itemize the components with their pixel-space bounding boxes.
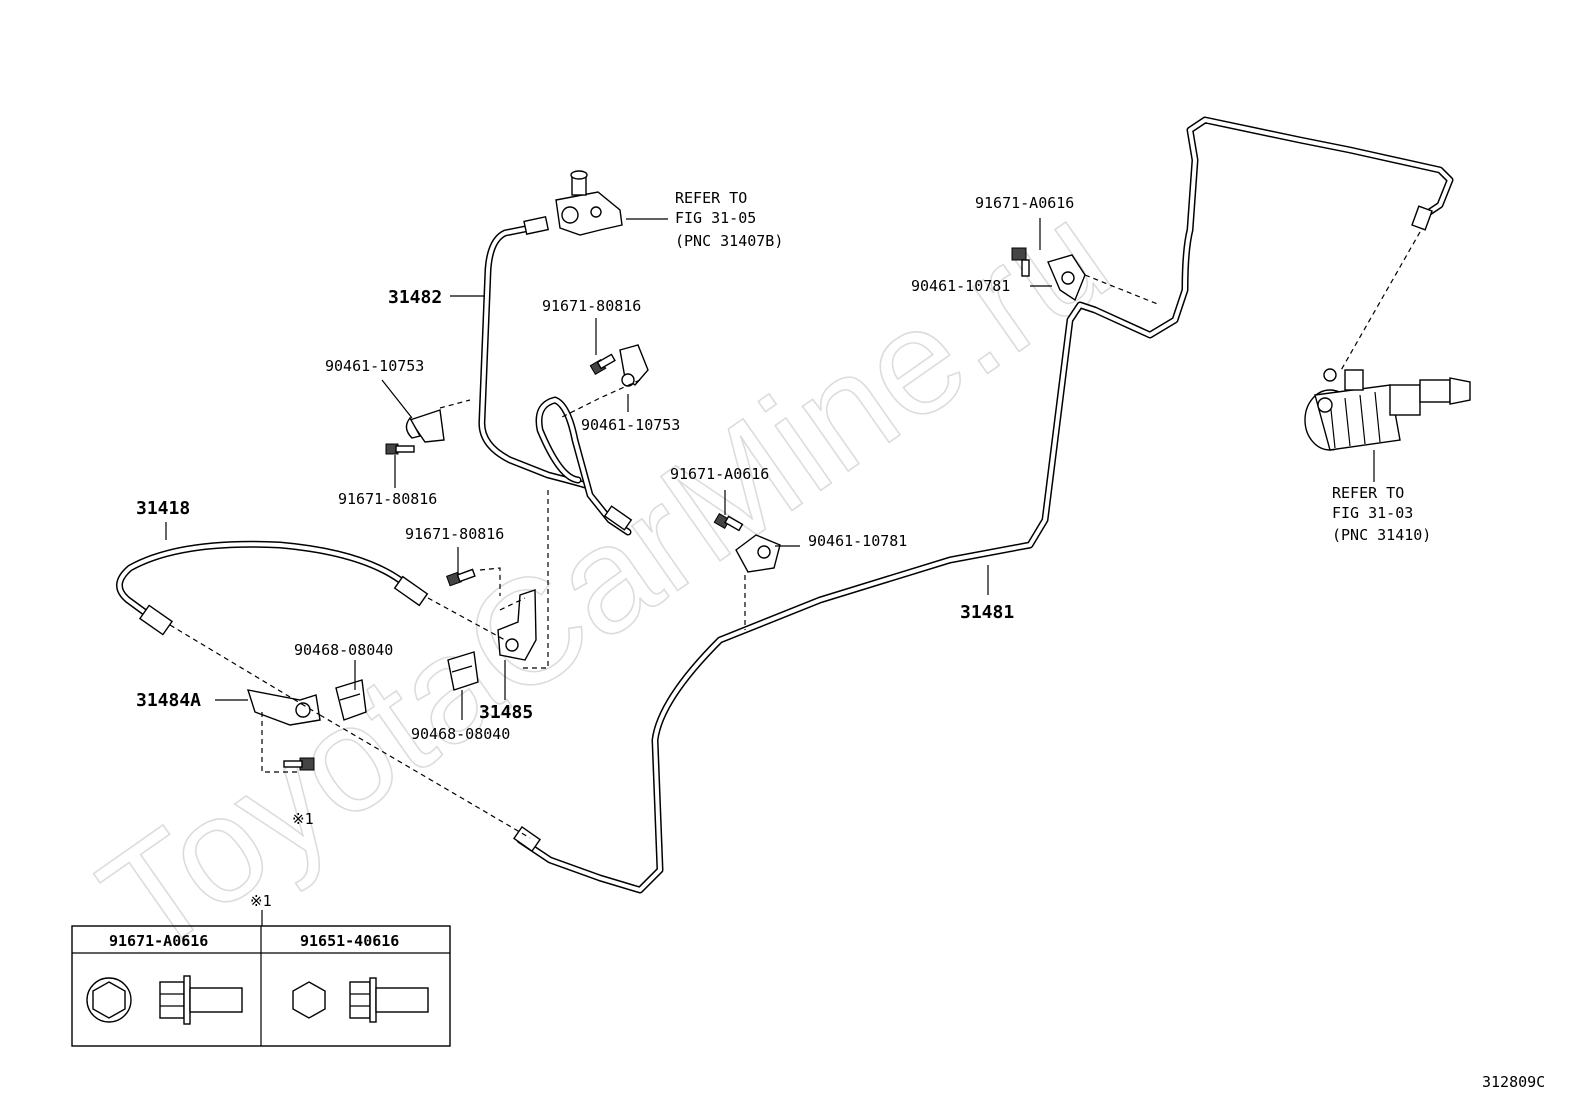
bolt-91671-80816-left <box>385 443 415 455</box>
label-91671-a0616-top: 91671-A0616 <box>975 194 1074 212</box>
svg-text:FIG 31-05: FIG 31-05 <box>675 209 756 227</box>
bracket-31485 <box>497 589 537 661</box>
bolt-91671-a0616-mid <box>713 512 744 532</box>
clamp-90461-10753-left <box>405 409 445 443</box>
legend-col-2: 91651-40616 <box>300 932 399 950</box>
hex-bolt-icon <box>292 977 429 1023</box>
svg-text:(PNC 31407B): (PNC 31407B) <box>675 232 783 250</box>
label-91671-80816-left: 91671-80816 <box>338 490 437 508</box>
label-31482: 31482 <box>388 287 442 308</box>
bolt-91671-80816-mid <box>446 568 476 587</box>
clutch-master-cylinder <box>1304 368 1471 451</box>
clamp-90461-10781-top <box>1047 254 1086 302</box>
label-91671-80816-mid: 91671-80816 <box>405 525 504 543</box>
clip-90468-08040-bottom <box>447 651 479 691</box>
bracket-31484a <box>246 689 321 726</box>
label-31484a: 31484A <box>136 690 201 711</box>
reference-fig-31-03: REFER TO FIG 31-03 (PNC 31410) <box>1332 484 1431 544</box>
svg-text:REFER TO: REFER TO <box>675 189 747 207</box>
svg-text:(PNC 31410): (PNC 31410) <box>1332 526 1431 544</box>
label-90468-08040-bottom: 90468-08040 <box>411 725 510 743</box>
label-91671-80816-top: 91671-80816 <box>542 297 641 315</box>
pipe-bend-mid <box>535 396 633 536</box>
legend-table: ※1 91671-A0616 91651-40616 <box>71 892 451 1047</box>
bolt-note-1 <box>283 757 315 771</box>
label-31485: 31485 <box>479 702 533 723</box>
clip-90468-08040-top <box>335 679 367 721</box>
clamp-90461-10781-mid <box>735 534 781 573</box>
pipe-31481 <box>512 116 1454 894</box>
label-90461-10781-top: 90461-10781 <box>911 277 1010 295</box>
svg-text:FIG 31-03: FIG 31-03 <box>1332 504 1413 522</box>
label-31418: 31418 <box>136 498 190 519</box>
hose-31418 <box>116 540 429 636</box>
legend-col-1: 91671-A0616 <box>109 932 208 950</box>
label-90461-10781-mid: 90461-10781 <box>808 532 907 550</box>
label-91671-a0616-mid: 91671-A0616 <box>670 465 769 483</box>
fitting-31407b <box>555 170 623 236</box>
leader-lines <box>165 218 1375 720</box>
dash-lines <box>169 231 1421 839</box>
label-90461-10753-right: 90461-10753 <box>581 416 680 434</box>
label-note-mark: ※1 <box>292 810 314 828</box>
svg-text:REFER TO: REFER TO <box>1332 484 1404 502</box>
pipe-31482 <box>478 216 589 489</box>
label-31481: 31481 <box>960 602 1014 623</box>
label-90468-08040-top: 90468-08040 <box>294 641 393 659</box>
legend-marker: ※1 <box>250 892 272 910</box>
clamp-90461-10753-right <box>619 344 649 387</box>
figure-code: 312809C <box>1482 1073 1545 1091</box>
bolt-91671-80816-top <box>589 353 616 376</box>
label-90461-10753-left: 90461-10753 <box>325 357 424 375</box>
reference-fig-31-05: REFER TO FIG 31-05 (PNC 31407B) <box>675 189 783 250</box>
flange-bolt-icon <box>86 975 243 1025</box>
bolt-91671-a0616-top <box>1011 247 1030 277</box>
